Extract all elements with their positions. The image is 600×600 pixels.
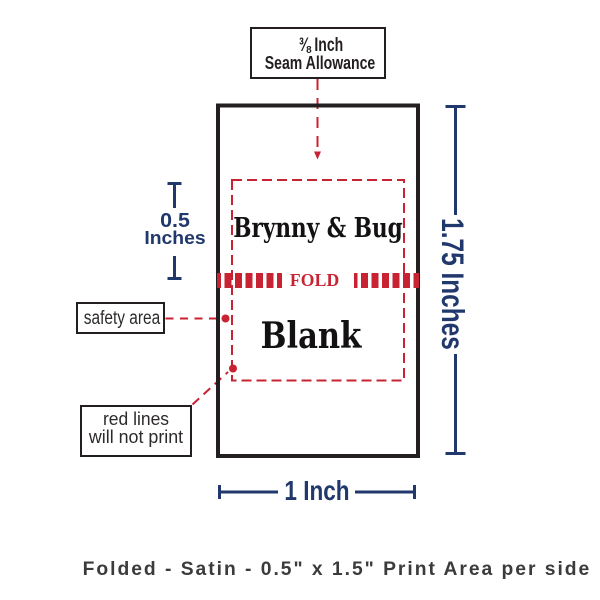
tag-back-text: Blank [260,318,430,354]
tag-back-text-value: Blank [260,314,361,357]
safety-area-label-text: safety area [84,307,161,330]
print-area-height-label-box [138,208,204,256]
red-lines-note-box [80,405,192,457]
tag-width-value: 1 Inch [285,476,398,505]
red-lines-line1: red lines [103,410,206,429]
print-area-height-unit: Inches [144,229,234,248]
seam-allowance-line1-text: ⅜ Inch [298,34,344,56]
red-lines-line1-text: red lines [103,408,170,430]
tag-height-label-box [435,215,475,354]
caption: Folded - Satin - 0.5" x 1.5" Print Area … [83,559,600,579]
safety-area-label: safety area [84,309,219,329]
fold-label-value: FOLD [289,269,340,290]
tag-front-text-value: Brynny & Bug [232,211,403,244]
tag-front-text: Brynny & Bug [233,214,533,242]
seam-allowance-note-box [250,27,386,79]
tag-width-label-box [278,469,355,509]
red-lines-line2: will not print [88,427,234,447]
print-area-height-value-text: 0.5 [159,210,190,233]
safety-area-arrow-dot [221,314,230,323]
caption-text: Folded - Satin - 0.5" x 1.5" Print Area … [82,558,592,580]
seam-allowance-line2-text: Seam Allowance [264,52,376,73]
seam-allowance-line1: ⅜ Inch [299,36,382,55]
fold-label-text: FOLD [290,271,365,290]
seam-allowance-arrowhead [314,151,321,160]
print-area-height-unit-text: Inches [143,227,206,249]
fold-label-box [282,269,354,293]
seam-allowance-line2: Seam Allowance [265,53,467,73]
print-area-height-value: 0.5 [160,211,203,231]
safety-area-note-box [76,302,165,334]
red-lines-line2-text: will not print [88,426,183,447]
tag-height-value-text: 1.75 Inches [434,218,471,350]
tag-width-value-text: 1 Inch [284,474,350,506]
red-lines-arrow [191,371,229,406]
